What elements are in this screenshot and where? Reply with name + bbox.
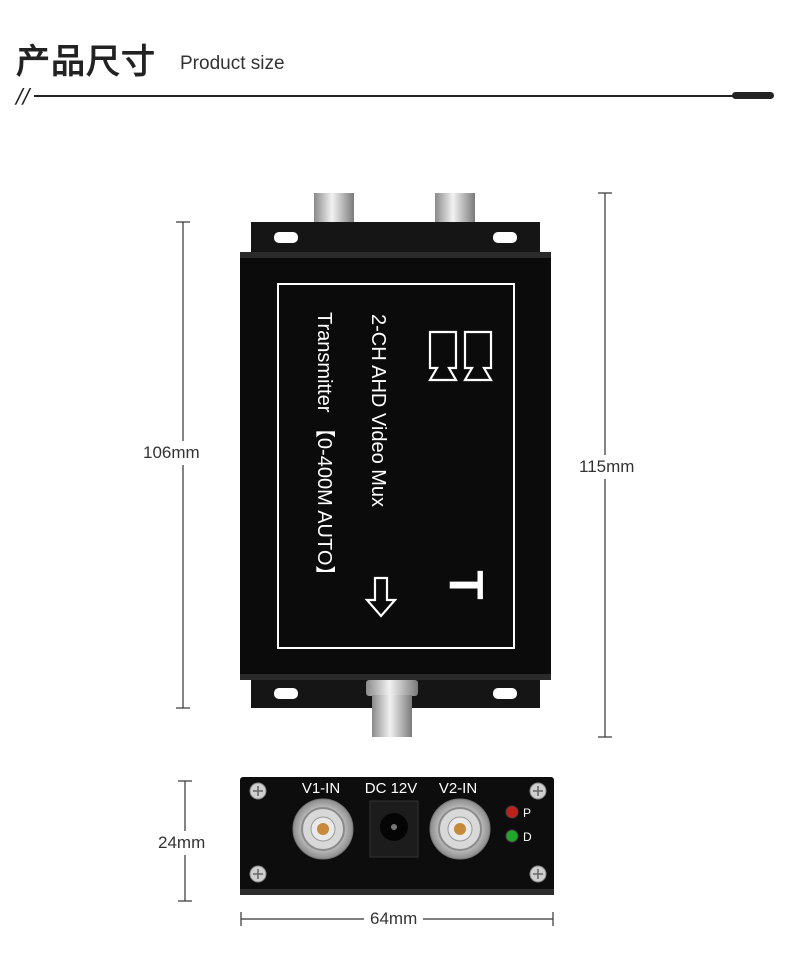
bnc-connector-bottom [366,680,418,737]
device-label-line1: 2-CH AHD Video Mux [367,314,389,507]
page-title-cn: 产品尺寸 [16,42,156,82]
port-label-dc: DC 12V [365,780,418,797]
dimension-width: 64mm [364,907,424,931]
mode-letter: T [438,570,491,599]
dimension-height-body: 106mm [143,441,200,465]
dimension-line-106 [176,221,190,709]
dimension-height-total: 115mm [579,455,635,479]
device-label-line2: Transmitter 【0-400M AUTO】 [313,312,335,585]
title-slashes: // [16,84,30,108]
port-label-v2: V2-IN [439,780,477,797]
dimension-depth: 24mm [158,831,206,855]
bnc-port-v1 [292,798,354,860]
page-title-en: Product size [180,53,285,74]
mounting-flange-top [251,222,540,256]
title-divider [34,95,734,97]
arrow-down-icon [364,576,398,618]
label-frame [277,283,515,649]
title-divider-end [732,92,774,99]
port-label-v1: V1-IN [302,780,340,797]
led-power-indicator [505,805,519,819]
led-label-d: D [523,830,532,844]
dc-power-jack [369,800,419,858]
camera-icon [428,330,493,382]
bnc-port-v2 [429,798,491,860]
led-data-indicator [505,829,519,843]
led-label-p: P [523,806,531,820]
device-body [240,252,551,680]
